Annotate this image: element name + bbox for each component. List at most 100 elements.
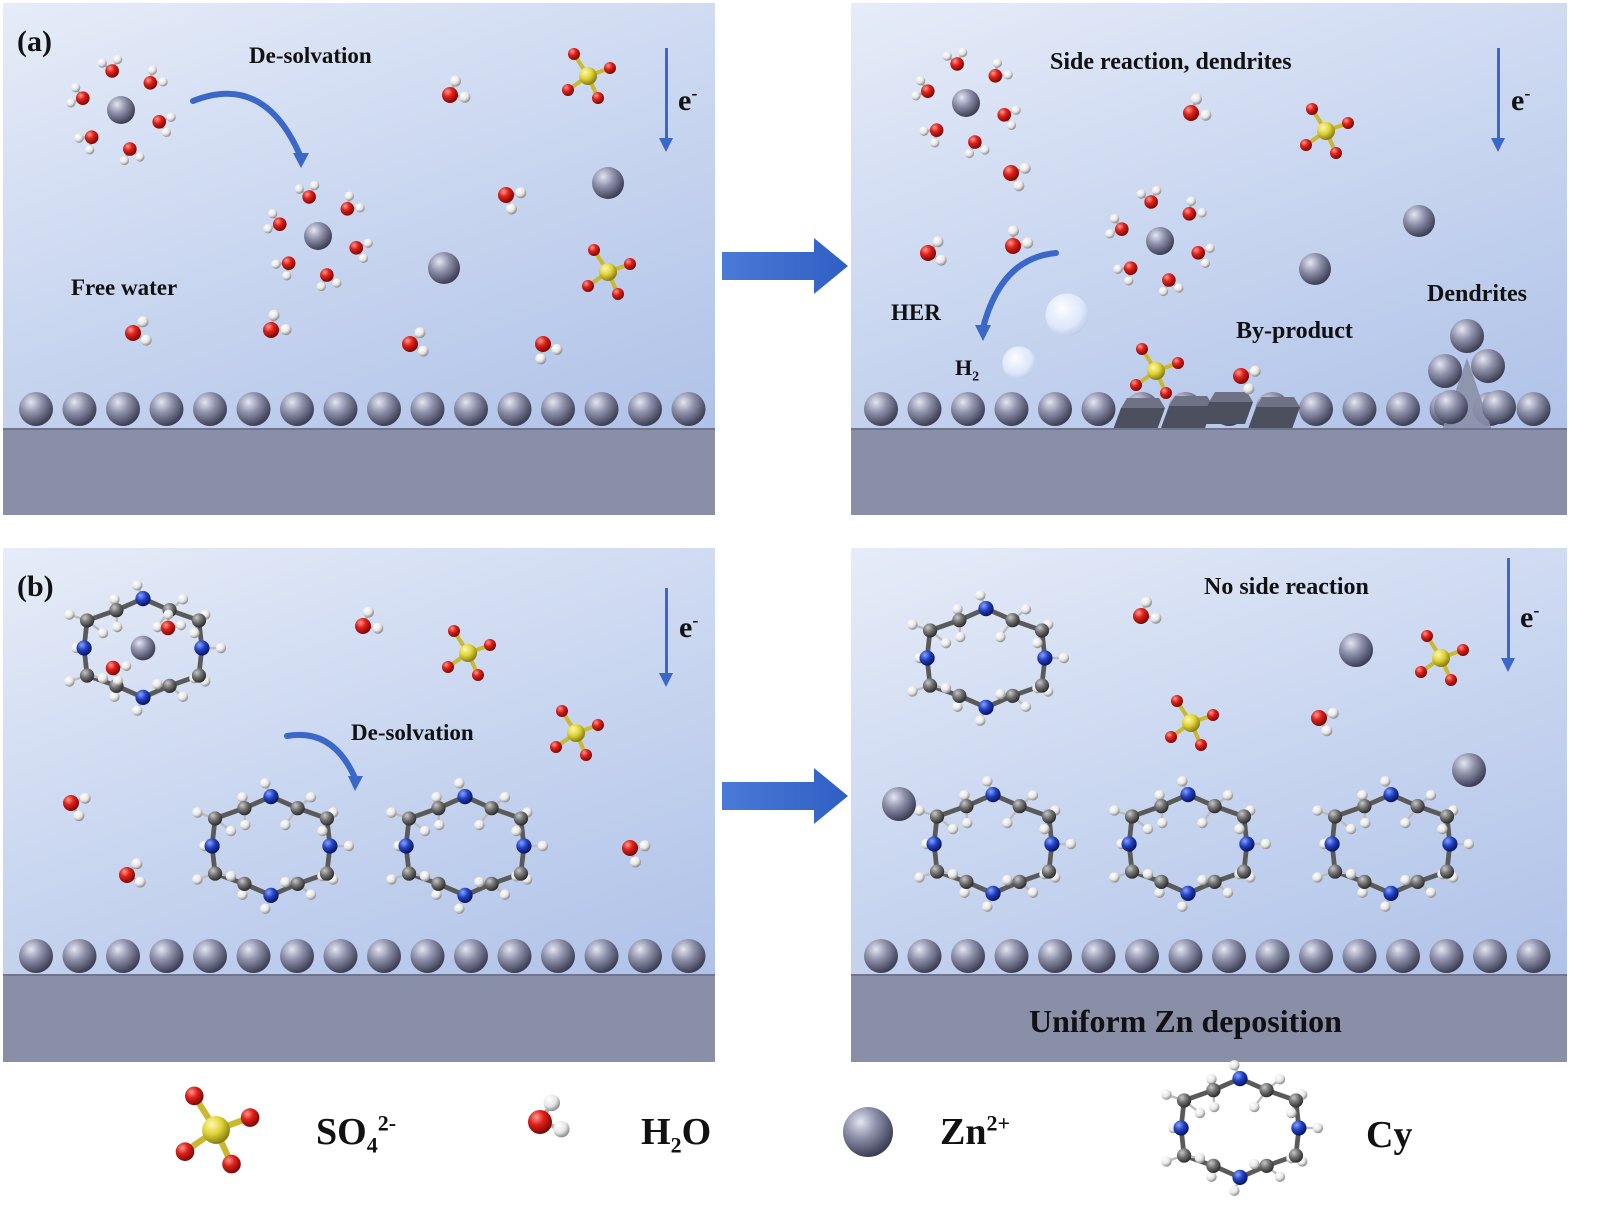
sulfur-atom [1317, 122, 1335, 140]
carbon-atom [319, 811, 335, 826]
hydrogen-atom [914, 872, 925, 883]
hydrogen-atom [1360, 817, 1371, 829]
zinc-ion-icon [107, 96, 135, 124]
water-molecule-icon [622, 840, 651, 868]
hydrogen-atom [355, 203, 365, 213]
zinc-substrate [3, 428, 715, 515]
hydrated-zinc-icon [263, 180, 373, 292]
hydrogen-atom [74, 133, 84, 143]
hydrogen-atom [1425, 790, 1437, 801]
hydrogen-atom [97, 58, 107, 68]
zinc-ion-icon [280, 939, 314, 973]
carbon-atom [952, 688, 967, 703]
carbon-atom [1357, 874, 1372, 889]
hydrogen-atom [1222, 887, 1234, 898]
oxygen-atom [272, 217, 287, 231]
nitrogen-atom [1442, 836, 1458, 852]
hydrogen-atom [1186, 196, 1196, 206]
carbon-atom [431, 876, 446, 891]
hydrogen-atom [1141, 596, 1153, 608]
oxygen-atom [442, 661, 454, 673]
hydrogen-atom [959, 887, 970, 898]
hydrogen-atom [271, 259, 281, 269]
hydrogen-atom [1027, 887, 1039, 898]
hydrogen-atom [161, 127, 172, 138]
electron-label: e- [678, 83, 698, 117]
zinc-ion-icon [323, 939, 358, 973]
carbon-atom [1410, 874, 1425, 889]
carbon-atom [1041, 864, 1057, 879]
hydrogen-atom [97, 627, 109, 639]
zinc-ion-icon [19, 939, 53, 973]
byproduct-block [1256, 397, 1300, 407]
byproduct-label: By-product [1236, 318, 1353, 344]
hydrogen-atom [1260, 838, 1272, 850]
carbon-atom [1176, 1148, 1192, 1163]
hydrogen-atom [237, 889, 248, 900]
hydrogen-atom [499, 889, 511, 900]
water-molecule-icon [1182, 196, 1207, 221]
carbon-atom [1357, 799, 1372, 814]
hydrogen-atom [1032, 637, 1043, 649]
carbon-atom [484, 876, 499, 891]
oxygen-atom [582, 280, 594, 292]
electron-flow-arrow [659, 588, 673, 687]
nitrogen-atom [1239, 836, 1255, 852]
oxygen-atom [592, 92, 604, 104]
carbon-atom [952, 613, 967, 628]
water-molecule-icon [1311, 707, 1339, 737]
hydrogen-atom [1158, 286, 1169, 297]
oxygen-atom [920, 84, 935, 98]
hydrogen-atom [1109, 805, 1120, 816]
hydrogen-atom [417, 345, 429, 357]
carbon-atom [1012, 874, 1027, 889]
zinc-ion-icon [454, 392, 488, 426]
oxygen-atom [119, 867, 135, 883]
oxygen-atom [320, 268, 334, 282]
carbon-atom [1206, 1158, 1221, 1173]
hydrogen-atom [915, 75, 926, 86]
carbon-atom [1207, 799, 1222, 814]
zinc-ion-icon [994, 392, 1029, 426]
hydrogen-atom [1154, 887, 1165, 898]
carbon-atom [237, 876, 252, 891]
zinc-ion-icon [671, 939, 706, 973]
hydrogen-atom [135, 152, 145, 162]
water-molecule-icon [1233, 365, 1261, 395]
nitrogen-atom [1383, 885, 1399, 901]
carbon-atom [1041, 809, 1057, 824]
water-molecule-icon [919, 123, 944, 148]
water-molecule-icon [125, 316, 152, 346]
hydrogen-atom [66, 98, 76, 108]
hydrogen-atom [964, 148, 975, 159]
water-molecule-icon [964, 135, 990, 159]
hydrogen-atom [414, 327, 426, 339]
hydrogen-atom [363, 606, 375, 618]
hydrogen-atom [280, 876, 291, 888]
water-molecule-icon [920, 236, 947, 266]
hydrogen-atom [237, 792, 248, 803]
carbon-atom [1154, 874, 1169, 889]
sulfate-ion-icon [442, 625, 496, 681]
hydrogen-atom [137, 316, 149, 328]
nitrogen-atom [1291, 1120, 1307, 1136]
hydrogen-atom [1177, 901, 1188, 912]
desolvation-arrow [190, 90, 302, 156]
panel-b-left: (b) De-solvation e- [3, 548, 715, 1062]
nitrogen-atom [1037, 650, 1053, 666]
zinc-ion-icon [1342, 392, 1377, 426]
oxygen-atom [988, 69, 1003, 83]
zinc-ion-icon [62, 939, 97, 973]
hydrogen-atom [386, 807, 397, 818]
hydrogen-atom [450, 75, 462, 87]
oxygen-atom [472, 669, 484, 681]
zinc-ion-icon [497, 939, 532, 973]
zinc-ion-icon [907, 939, 942, 973]
oxygen-atom [1421, 630, 1433, 642]
zinc-ion-icon [1452, 753, 1486, 787]
zinc-substrate [3, 974, 715, 1062]
hydrogen-atom [280, 324, 292, 336]
hydrogen-atom [537, 840, 549, 852]
nitrogen-atom [1324, 836, 1340, 852]
hydrogen-atom [1151, 185, 1162, 196]
